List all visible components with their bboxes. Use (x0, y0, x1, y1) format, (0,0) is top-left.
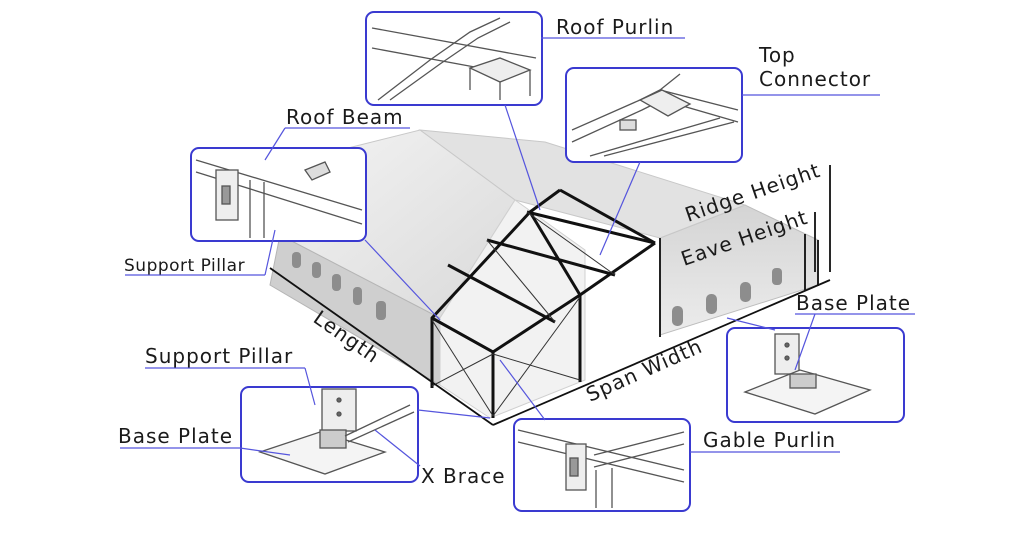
label-top-connector-2: Connector (759, 67, 871, 91)
label-x-brace: X Brace (421, 464, 506, 488)
back-gable-posts (659, 234, 819, 337)
label-roof-beam: Roof Beam (286, 105, 404, 129)
dimension-lines (269, 165, 831, 426)
side-wall-windows (292, 252, 386, 320)
callout-gable-purlin (513, 418, 691, 512)
label-gable-purlin: Gable Purlin (703, 428, 836, 452)
callout-base-plate-right (726, 327, 905, 423)
callout-roof-purlin (365, 11, 543, 106)
label-top-connector-1: Top (758, 43, 796, 67)
label-support-pillar-bottom: Support Pillar (145, 344, 293, 368)
label-roof-purlin: Roof Purlin (556, 15, 674, 39)
front-gable-wall (439, 199, 586, 419)
leader-lines (120, 37, 915, 467)
exposed-frame (430, 188, 656, 418)
gable-wall-windows (672, 268, 782, 326)
callout-pillar-base-left (240, 386, 419, 483)
x-braces (431, 211, 616, 417)
callout-roof-beam (190, 147, 367, 242)
callout-top-connector (565, 67, 743, 163)
label-support-pillar-left: Support Pillar (124, 256, 245, 276)
label-base-plate-left: Base Plate (118, 424, 233, 448)
label-span-width: Span Width (582, 334, 706, 407)
label-base-plate-right: Base Plate (796, 291, 911, 315)
